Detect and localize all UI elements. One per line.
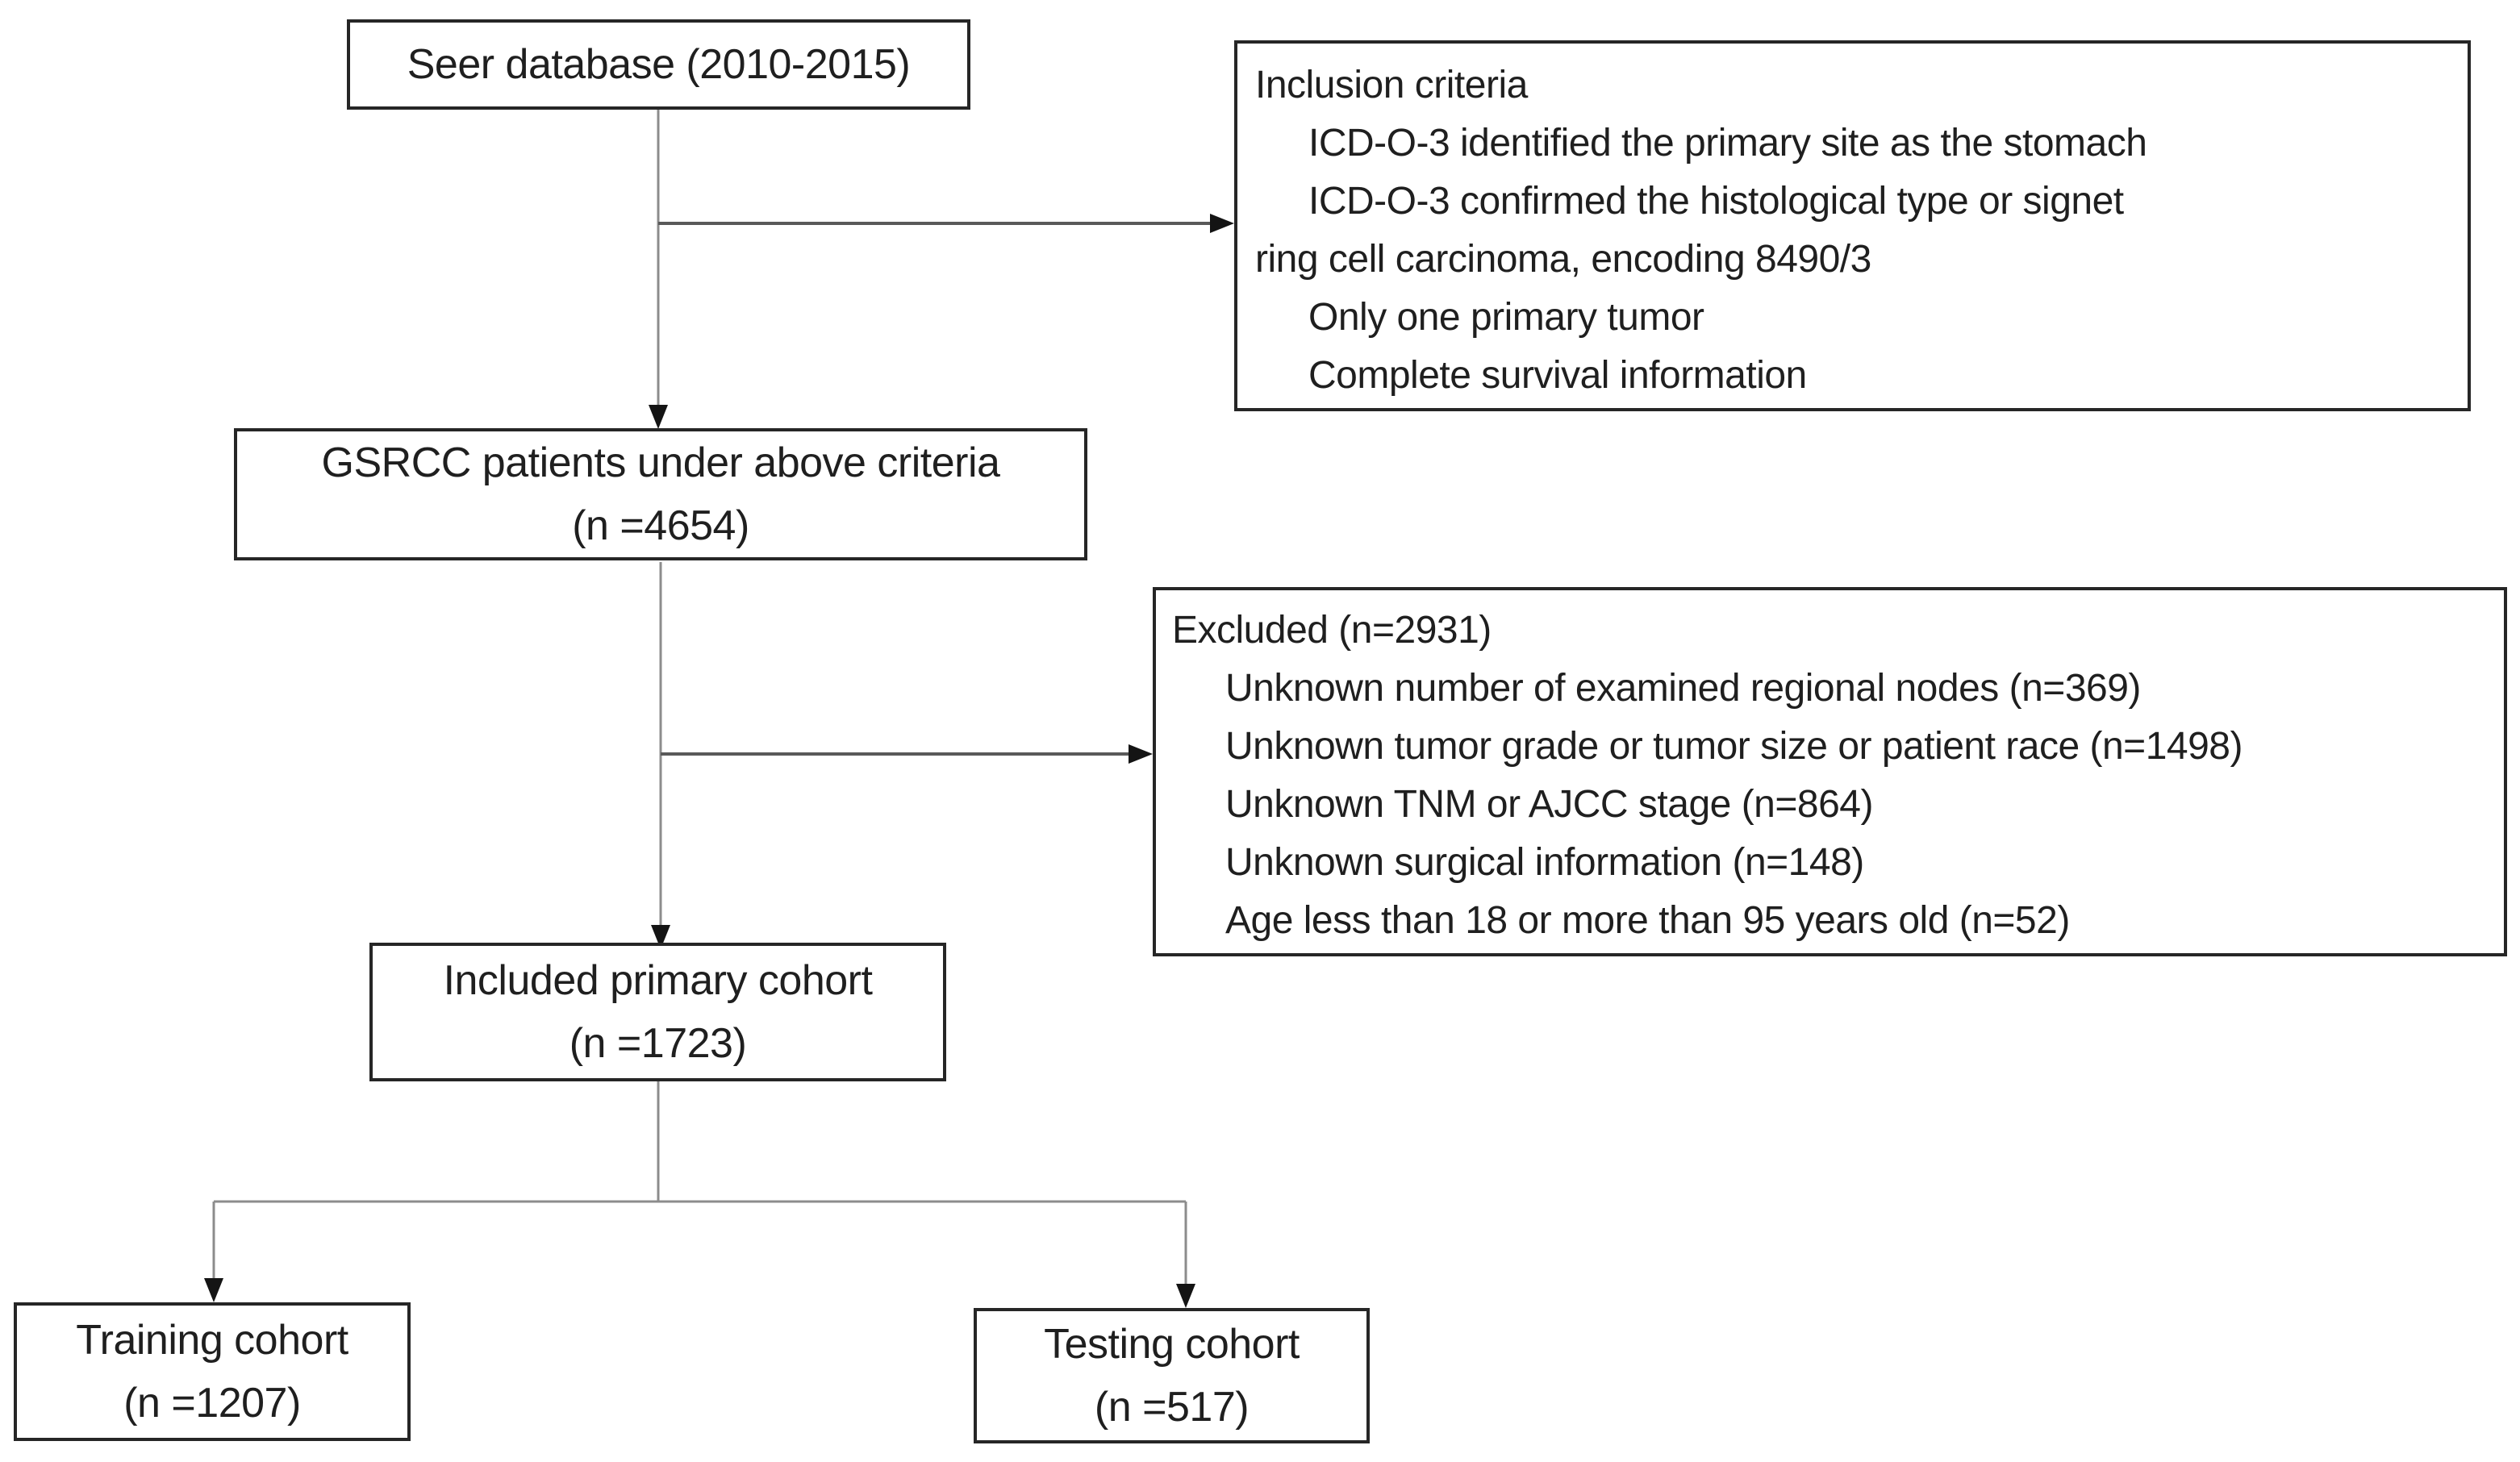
gsrcc-patients-count: (n =4654) <box>572 502 749 549</box>
included-primary-cohort-count: (n =1723) <box>569 1020 747 1067</box>
arrowhead-into-included <box>651 925 670 949</box>
inclusion-criterion-line: ICD-O-3 identified the primary site as t… <box>1308 122 2147 165</box>
training-cohort-count: (n =1207) <box>123 1380 301 1427</box>
gsrcc-patients-title: GSRCC patients under above criteria <box>321 439 1000 486</box>
arrowhead-into-inclusion <box>1210 214 1234 233</box>
excluded-box: Excluded (n=2931) Unknown number of exam… <box>1153 587 2507 956</box>
excluded-reason-line: Age less than 18 or more than 95 years o… <box>1225 899 2070 942</box>
excluded-reason-line: Unknown number of examined regional node… <box>1225 667 2141 710</box>
testing-cohort-box: Testing cohort (n =517) <box>974 1308 1370 1443</box>
excluded-reason-line: Unknown surgical information (n=148) <box>1225 841 1864 884</box>
arrowhead-into-training <box>204 1278 223 1302</box>
inclusion-criterion-line: Only one primary tumor <box>1308 296 1704 339</box>
included-primary-cohort-box: Included primary cohort (n =1723) <box>369 943 946 1081</box>
arrowhead-into-testing <box>1176 1284 1195 1308</box>
seer-database-box: Seer database (2010-2015) <box>347 19 970 110</box>
testing-cohort-count: (n =517) <box>1094 1384 1250 1431</box>
testing-cohort-title: Testing cohort <box>1044 1321 1300 1368</box>
excluded-reason-line: Unknown tumor grade or tumor size or pat… <box>1225 725 2243 768</box>
inclusion-criterion-line: ICD-O-3 confirmed the histological type … <box>1308 180 2124 223</box>
inclusion-criteria-box: Inclusion criteria ICD-O-3 identified th… <box>1234 40 2471 411</box>
training-cohort-box: Training cohort (n =1207) <box>14 1302 411 1441</box>
inclusion-criteria-heading: Inclusion criteria <box>1255 64 1528 106</box>
included-primary-cohort-title: Included primary cohort <box>443 957 873 1004</box>
excluded-reason-line: Unknown TNM or AJCC stage (n=864) <box>1225 783 1873 826</box>
arrowhead-into-gsrcc <box>649 405 668 429</box>
excluded-heading: Excluded (n=2931) <box>1172 609 1492 652</box>
inclusion-criterion-wrap-line: ring cell carcinoma, encoding 8490/3 <box>1255 238 1871 281</box>
training-cohort-title: Training cohort <box>76 1317 348 1364</box>
inclusion-criterion-line: Complete survival information <box>1308 354 1807 397</box>
seer-database-label: Seer database (2010-2015) <box>407 41 911 88</box>
gsrcc-patients-box: GSRCC patients under above criteria (n =… <box>234 428 1087 560</box>
arrowhead-into-excluded <box>1129 744 1153 764</box>
